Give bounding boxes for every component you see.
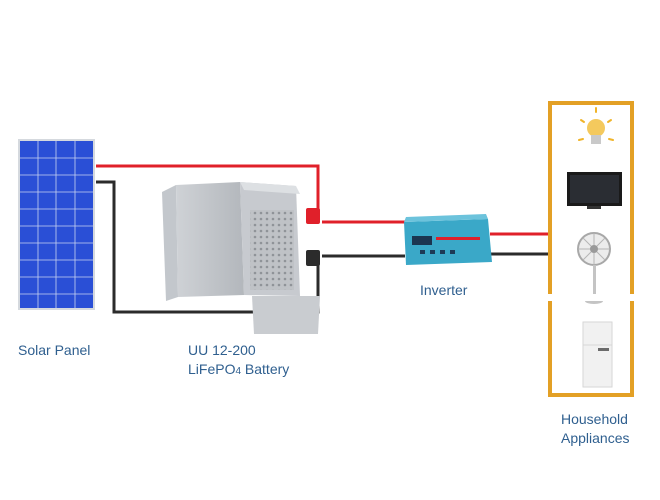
lifepo4-battery <box>162 182 320 334</box>
frame-gap <box>546 294 636 301</box>
battery-type-text: LiFePO4 Battery <box>188 361 290 377</box>
battery-label: UU 12-200 LiFePO4 Battery <box>188 341 289 381</box>
battery-model-text: UU 12-200 <box>188 342 256 358</box>
light-bulb-icon <box>578 107 614 144</box>
appliances-frame <box>548 101 634 397</box>
electric-fan-icon <box>577 232 611 304</box>
positive-wire <box>96 164 548 236</box>
inverter <box>404 214 492 265</box>
appliances-text-line1: Household <box>561 411 628 427</box>
solar-panel-text: Solar Panel <box>18 342 91 358</box>
appliances-label: Household Appliances <box>561 410 630 448</box>
inverter-label: Inverter <box>420 281 467 300</box>
inverter-text: Inverter <box>420 282 468 298</box>
refrigerator-icon <box>582 321 613 388</box>
solar-panel-label: Solar Panel <box>18 341 90 360</box>
solar-panel <box>18 139 95 310</box>
television-icon <box>567 172 622 209</box>
appliances-text-line2: Appliances <box>561 430 630 446</box>
